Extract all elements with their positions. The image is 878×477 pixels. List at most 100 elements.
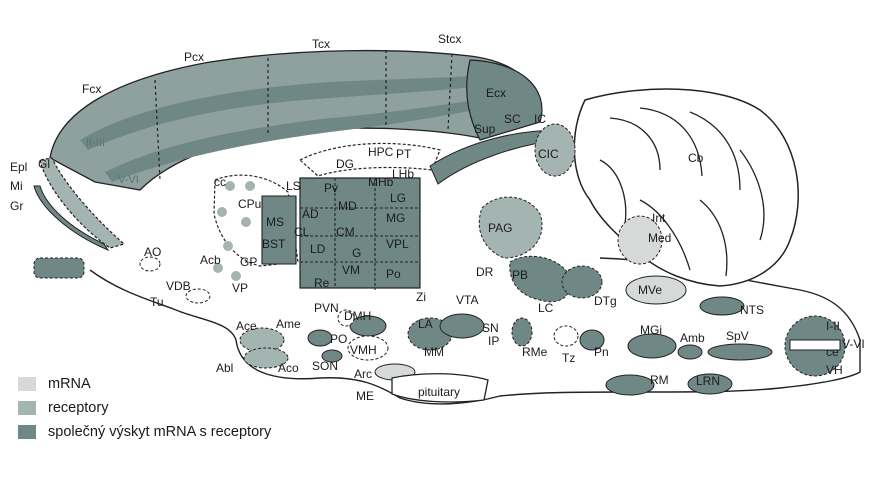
label-lg: LG <box>390 191 406 205</box>
label-pvn: PVN <box>314 301 339 315</box>
striatum-dot <box>231 271 241 281</box>
label-pag: PAG <box>488 221 512 235</box>
label-pcx: Pcx <box>184 50 204 64</box>
label-pt: PT <box>396 147 412 161</box>
label-spv: SpV <box>726 329 749 343</box>
label-lc: LC <box>538 301 554 315</box>
label-re: Re <box>314 276 330 290</box>
label-acb: Acb <box>200 253 221 267</box>
label-amb: Amb <box>680 331 705 345</box>
legend-label: mRNA <box>48 376 91 392</box>
label-cl: CL <box>294 225 310 239</box>
label-rme: RMe <box>522 345 548 359</box>
cortex-divider <box>154 79 161 181</box>
ao-region <box>139 256 161 272</box>
legend-swatch-mrna <box>18 377 36 391</box>
label-zi: Zi <box>416 290 426 304</box>
legend-swatch-coexpression <box>18 425 36 439</box>
label-vm: VM <box>342 263 360 277</box>
label-ic: IC <box>534 112 546 126</box>
label-bst: BST <box>262 237 286 251</box>
cerebellum-outline <box>573 88 799 287</box>
label-ecx: Ecx <box>486 86 506 100</box>
label-vh: VH <box>826 363 843 377</box>
olfactory-bulb-inner <box>33 185 110 252</box>
amb-region <box>677 344 703 360</box>
label-la: LA <box>418 317 433 331</box>
striatum-dot <box>217 207 227 217</box>
label-md: MD <box>338 199 357 213</box>
label-ld: LD <box>310 242 326 256</box>
lc-region <box>561 265 603 299</box>
striatum-dot <box>223 241 233 251</box>
label-fcx: Fcx <box>82 82 101 96</box>
label-cm: CM <box>336 225 355 239</box>
label-ii-iii: II-III <box>86 137 105 149</box>
pn-region <box>579 329 605 351</box>
label-stcx: Stcx <box>438 32 461 46</box>
rm-region <box>605 374 655 396</box>
rme-region <box>511 317 533 347</box>
label-lrn: LRN <box>696 374 720 388</box>
thalamus-grid <box>300 178 420 290</box>
label-lhb: LHb <box>392 167 414 181</box>
label-abl: Abl <box>216 361 233 375</box>
label-vta: VTA <box>456 293 478 307</box>
tz-region <box>553 325 579 347</box>
label-g: G <box>352 246 361 260</box>
label-vdb: VDB <box>166 279 191 293</box>
label-pn: Pn <box>594 345 609 359</box>
label-sn: SN <box>482 321 499 335</box>
vmh-region <box>347 335 389 361</box>
mve-region <box>625 275 687 305</box>
label-hpc: HPC <box>368 145 394 159</box>
label-mi: Mi <box>10 179 23 193</box>
aco-region <box>243 347 289 369</box>
legend: mRNA receptory společný výskyt mRNA s re… <box>18 372 271 444</box>
label-vp: VP <box>232 281 248 295</box>
label-pb: PB <box>512 268 528 282</box>
label-dg: DG <box>336 157 354 171</box>
po2-region <box>307 329 333 347</box>
olfactory-bulb <box>39 157 126 249</box>
label-ame: Ame <box>276 317 301 331</box>
label-dtg: DTg <box>594 294 617 308</box>
label-gr: Gr <box>10 199 23 213</box>
spv-region <box>707 343 773 361</box>
label-sup: Sup <box>474 122 496 136</box>
label-sc: SC <box>504 112 521 126</box>
label-dmh: DMH <box>344 309 371 323</box>
label-i-ii: I-II <box>826 319 840 333</box>
label-vpl: VPL <box>386 237 409 251</box>
label-cpu: CPu <box>238 197 261 211</box>
label-mm: MM <box>424 345 444 359</box>
pituitary-region <box>391 373 489 403</box>
label-ip: IP <box>488 334 499 348</box>
label-gl: Gl <box>38 157 50 171</box>
lrn-region <box>687 373 733 395</box>
label-med: Med <box>648 231 671 245</box>
legend-swatch-receptors <box>18 401 36 415</box>
dr-pb-region <box>509 255 572 303</box>
pag-region <box>478 196 543 259</box>
thalamus-block <box>299 177 421 289</box>
label-ce: ce <box>826 345 839 359</box>
legend-label: receptory <box>48 400 109 416</box>
label-rm: RM <box>650 373 669 387</box>
olfactory-patch <box>33 257 85 279</box>
striatum-dot <box>225 181 235 191</box>
label-ad: AD <box>302 207 319 221</box>
label-ace: Ace <box>236 319 257 333</box>
hippocampus <box>298 142 441 177</box>
striatum-dot <box>213 263 223 273</box>
label-nts: NTS <box>740 303 764 317</box>
legend-item-receptors: receptory <box>18 396 271 420</box>
cortex-layer-band-2 <box>105 96 505 182</box>
label-dr: DR <box>476 265 494 279</box>
label-ls: LS <box>286 179 301 193</box>
mgi-region <box>627 333 677 359</box>
pvn-region <box>337 309 355 327</box>
son-region <box>321 349 343 363</box>
septum <box>261 195 297 265</box>
